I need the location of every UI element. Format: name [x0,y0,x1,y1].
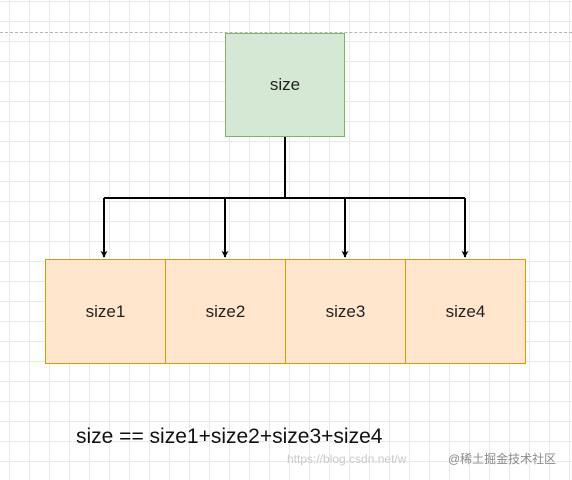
child-node-label: size1 [85,301,126,321]
child-node-size1: size1 [45,259,166,364]
child-node-size4: size4 [405,259,526,364]
child-node-label: size3 [325,301,366,321]
child-node-size2: size2 [165,259,286,364]
child-node-size3: size3 [285,259,406,364]
child-node-label: size2 [205,301,246,321]
watermark-url: https://blog.csdn.net/w [287,452,407,466]
root-node-size: size [225,33,345,137]
child-node-label: size4 [445,301,486,321]
root-node-label: size [269,75,301,94]
page-break-line [0,32,572,33]
source-credit: @稀土掘金技术社区 [448,452,557,466]
equation-text: size == size1+size2+size3+size4 [76,425,383,448]
